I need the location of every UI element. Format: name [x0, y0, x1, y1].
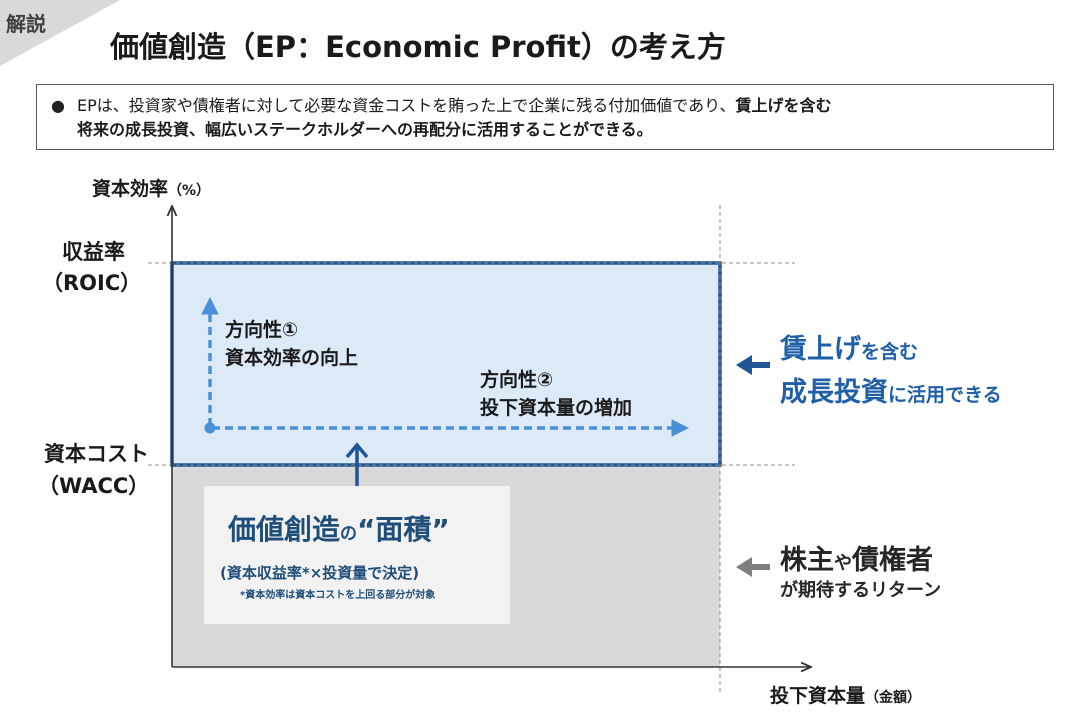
- value-creation-subtitle: (資本収益率*×投資量で決定): [220, 564, 420, 582]
- direction-2-desc: 投下資本量の増加: [480, 397, 633, 419]
- value-creation-title-area: “面積”: [357, 513, 450, 546]
- roic-label: 収益率: [62, 240, 125, 264]
- y-axis-title-text: 資本効率: [92, 178, 169, 200]
- bullet-icon: ●: [51, 96, 65, 115]
- value-creation-title: 価値創造の“面積”: [228, 508, 450, 548]
- ep-use-line-2: 成長投資に活用できる: [780, 377, 1002, 408]
- y-axis-unit: （%）: [168, 183, 211, 199]
- direction-1-label: 方向性① 資本効率の向上: [225, 316, 358, 372]
- note-text-normal: EPは、投資家や債権者に対して必要な資金コストを賄った上で企業に残る付加価値であ…: [77, 96, 736, 115]
- value-creation-box: [204, 486, 510, 624]
- value-creation-title-particle: の: [340, 524, 358, 544]
- expected-return-label: 株主や債権者: [780, 545, 933, 576]
- note-text-bold-1: 賃上げを含む: [735, 96, 832, 115]
- ep-use-label: 賃上げを含む 成長投資に活用できる: [780, 330, 1002, 416]
- x-axis-title-text: 投下資本量: [770, 685, 866, 707]
- page-title: 価値創造（EP：Economic Profit）の考え方: [110, 30, 726, 64]
- direction-1-title: 方向性①: [225, 319, 299, 341]
- area-pointer-arrowhead: [345, 442, 369, 459]
- note-text-bold-2: 将来の成長投資、幅広いステークホルダーへの再配分に活用することができる。: [77, 120, 653, 139]
- expected-return-desc: が期待するリターン: [780, 580, 942, 601]
- direction-2-title: 方向性②: [480, 369, 554, 391]
- wacc-abbrev-label: （WACC）: [38, 474, 150, 498]
- wacc-label: 資本コスト: [44, 442, 149, 466]
- y-axis-title: 資本効率（%）: [92, 174, 210, 201]
- direction-1-desc: 資本効率の向上: [225, 347, 359, 369]
- summary-note-box: ● EPは、投資家や債権者に対して必要な資金コストを賄った上で企業に残る付加価値…: [36, 84, 1054, 150]
- summary-note-text: EPは、投資家や債権者に対して必要な資金コストを賄った上で企業に残る付加価値であ…: [77, 94, 1037, 142]
- direction-2-label: 方向性② 投下資本量の増加: [480, 366, 632, 422]
- roic-abbrev-label: （ROIC）: [42, 271, 142, 295]
- x-axis-title: 投下資本量（金額）: [770, 681, 921, 708]
- origin-dot: [204, 422, 216, 434]
- corner-tag-shape: [0, 0, 120, 66]
- x-axis-unit: （金額）: [865, 690, 922, 706]
- value-creation-title-main: 価値創造: [228, 513, 341, 546]
- expected-return-arrow-icon: [736, 557, 770, 577]
- ep-use-line-1: 賃上げを含む: [780, 334, 919, 365]
- section-tag: 解説: [6, 12, 46, 36]
- ep-use-arrow-icon: [736, 355, 770, 375]
- value-creation-footnote: *資本効率は資本コストを上回る部分が対象: [240, 590, 436, 601]
